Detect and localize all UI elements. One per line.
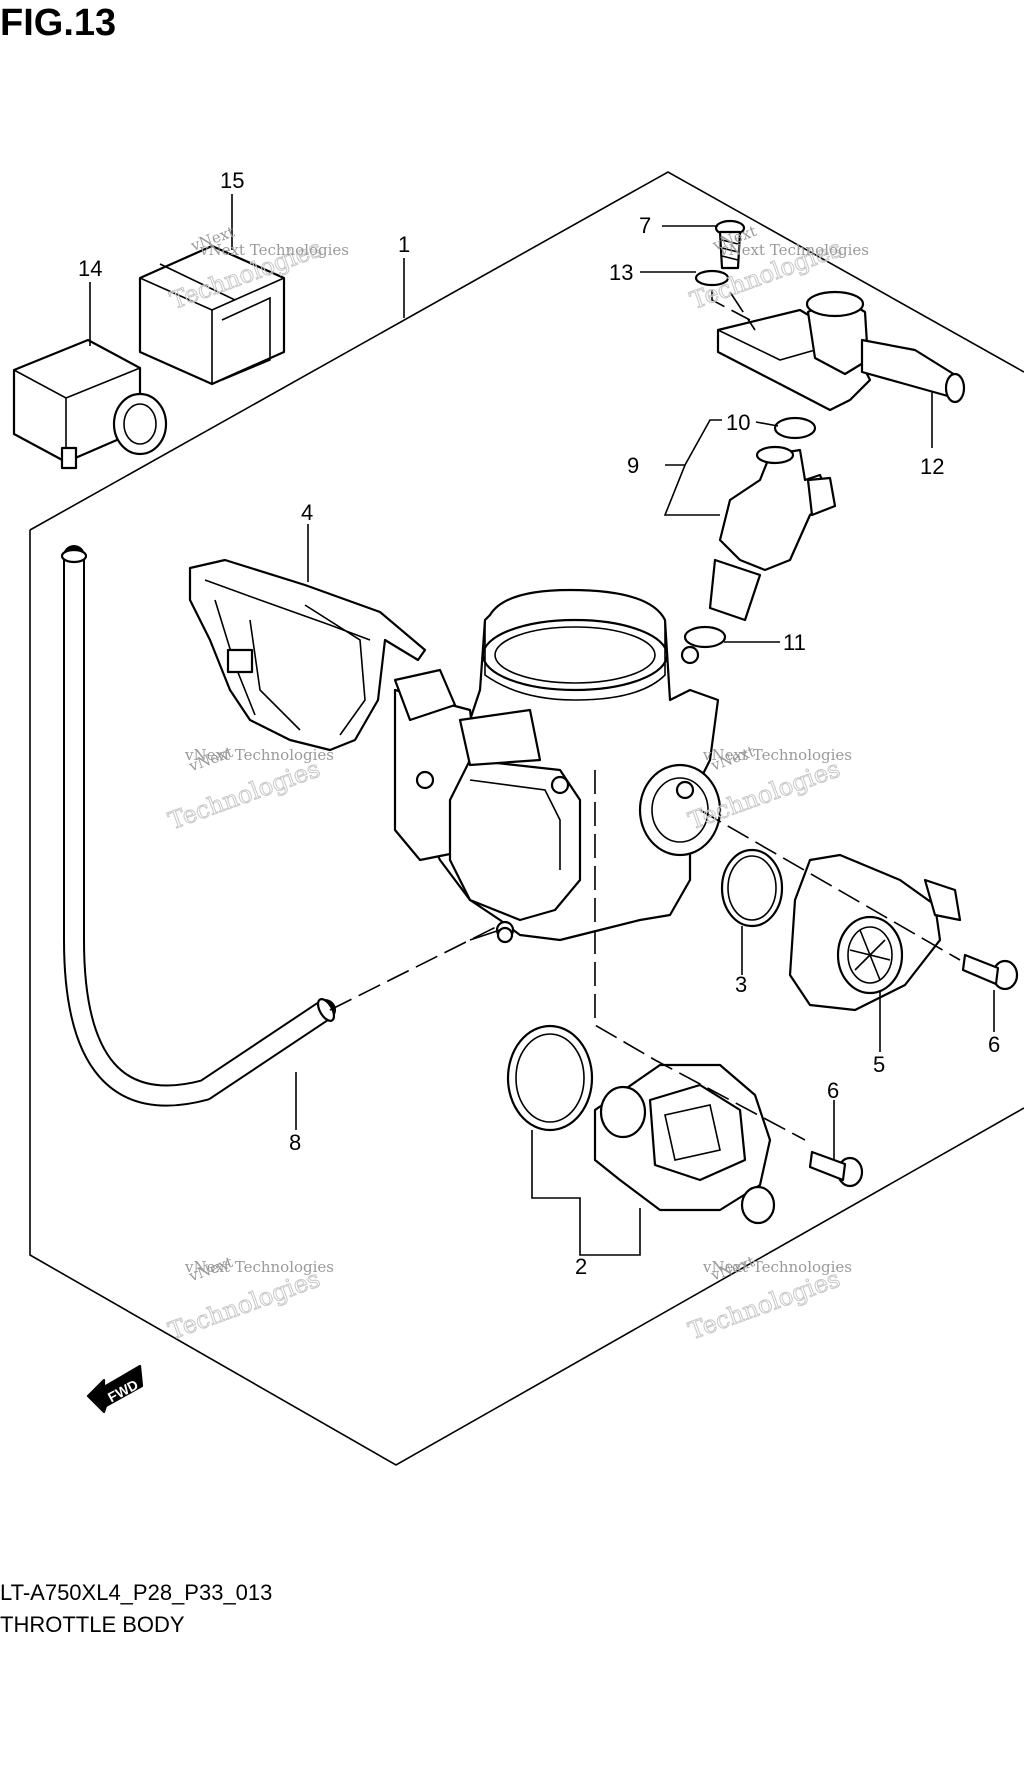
callout-9: 9 — [627, 453, 639, 478]
assembly-outline-left — [29, 530, 1024, 1466]
watermark-bottom-left: vNext Technologies — [164, 1253, 324, 1346]
callout-6a: 6 — [988, 1032, 1000, 1057]
callout-2: 2 — [575, 1254, 587, 1279]
part-2-idle-speed-control[interactable] — [593, 1063, 776, 1225]
axis-pipe — [729, 291, 756, 331]
callout-12: 12 — [920, 454, 944, 479]
watermark-text-bottom-right: vNext Technologies — [702, 1258, 852, 1276]
section-name: THROTTLE BODY — [0, 1612, 185, 1637]
callout-13: 13 — [609, 260, 633, 285]
part-15-connector-cover[interactable] — [138, 244, 286, 386]
axis-isc — [594, 770, 806, 1141]
part-12-delivery-pipe[interactable] — [716, 290, 966, 412]
forward-arrow-icon: FWD — [86, 1364, 144, 1414]
callout-1: 1 — [398, 232, 410, 257]
part-2-o-ring[interactable] — [506, 1024, 594, 1132]
leader-9 — [663, 419, 722, 516]
watermark-text-bottom-left: vNext Technologies — [184, 1258, 334, 1276]
model-code: LT-A750XL4_P28_P33_013 — [0, 1580, 273, 1605]
figure-title: FIG.13 — [0, 2, 117, 44]
watermark-text-top-left: vNext Technologies — [199, 241, 349, 259]
part-9-fuel-injector[interactable] — [708, 445, 837, 622]
callout-10: 10 — [726, 410, 750, 435]
part-14-sensor[interactable] — [12, 338, 168, 470]
part-3-o-ring[interactable] — [720, 848, 784, 928]
watermark-text-mid-right: vNext Technologies — [702, 746, 852, 764]
assembly-outline — [29, 171, 1024, 531]
throttle-body[interactable] — [393, 588, 722, 944]
part-7-screw[interactable] — [714, 219, 746, 270]
part-10-o-ring[interactable] — [773, 416, 817, 440]
axis-hose — [329, 924, 501, 1011]
callout-11: 11 — [783, 630, 806, 655]
screw-axis — [711, 290, 751, 321]
part-5-throttle-position-sensor[interactable] — [788, 853, 962, 1012]
callout-7: 7 — [639, 213, 651, 238]
callout-15: 15 — [220, 168, 244, 193]
svg-text:Technologies: Technologies — [685, 1265, 844, 1346]
part-6-bolt-right[interactable] — [961, 953, 1019, 991]
part-6-bolt-lower[interactable] — [808, 1150, 864, 1188]
leader-10 — [755, 421, 779, 427]
leader-2 — [531, 1130, 641, 1256]
callout-14: 14 — [78, 256, 102, 281]
callout-4: 4 — [301, 500, 313, 525]
part-13-washer[interactable] — [694, 269, 730, 287]
callout-3: 3 — [735, 972, 747, 997]
svg-text:Technologies: Technologies — [165, 1265, 324, 1346]
axis-sensor — [699, 809, 961, 961]
callout-6b: 6 — [827, 1078, 839, 1103]
watermark-bottom-right: vNext Technologies — [684, 1252, 844, 1346]
part-11-seal[interactable] — [683, 625, 727, 649]
watermark-text-mid-left: vNext Technologies — [184, 746, 334, 764]
watermark-text-top-right: vNext Technologies — [719, 241, 869, 259]
part-8-hose[interactable] — [60, 545, 337, 1107]
part-4-bracket[interactable] — [188, 558, 427, 752]
svg-text:Technologies: Technologies — [165, 755, 324, 836]
callout-5: 5 — [873, 1052, 885, 1077]
callout-8: 8 — [289, 1130, 301, 1155]
